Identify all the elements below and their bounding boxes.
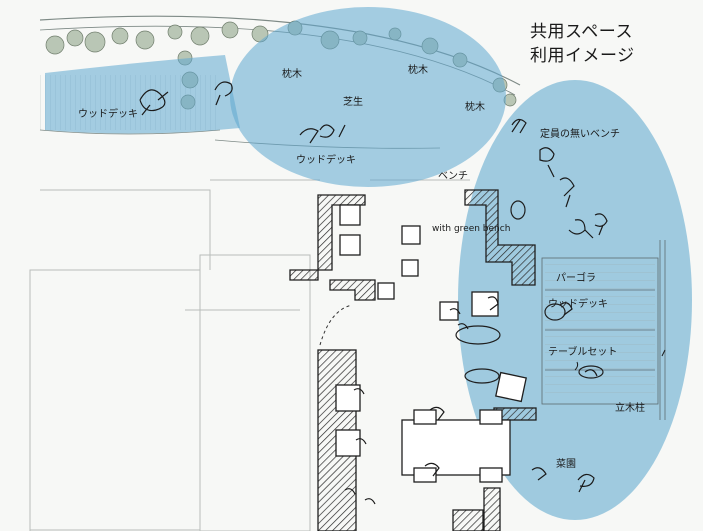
building-outlines <box>29 179 470 531</box>
label-wood-deck-center: ウッドデッキ <box>296 155 356 166</box>
label-pergola: パーゴラ <box>556 273 596 284</box>
label-pole: 立木柱 <box>615 403 645 414</box>
label-lawn: 芝生 <box>343 97 363 108</box>
diagram-title-line1: 共用スペース <box>530 22 633 42</box>
tables <box>455 200 604 384</box>
label-wood-deck-right: ウッドデッキ <box>548 299 608 310</box>
people-sketches <box>139 81 608 505</box>
label-makura-1: 枕木 <box>282 69 302 80</box>
label-vegetable-garden: 菜園 <box>556 459 576 470</box>
label-makura-2: 枕木 <box>408 65 428 76</box>
label-bench: ベンチ <box>438 171 468 182</box>
diagram-title-line2: 利用イメージ <box>530 46 635 66</box>
label-makura-3: 枕木 <box>465 102 485 113</box>
furniture <box>335 204 527 483</box>
label-fixed-bench: 定員の無いベンチ <box>540 129 620 140</box>
label-wood-deck-left: ウッドデッキ <box>78 109 138 120</box>
label-table-set: テーブルセット <box>548 347 618 358</box>
label-green-bench: with green bench <box>432 224 511 234</box>
